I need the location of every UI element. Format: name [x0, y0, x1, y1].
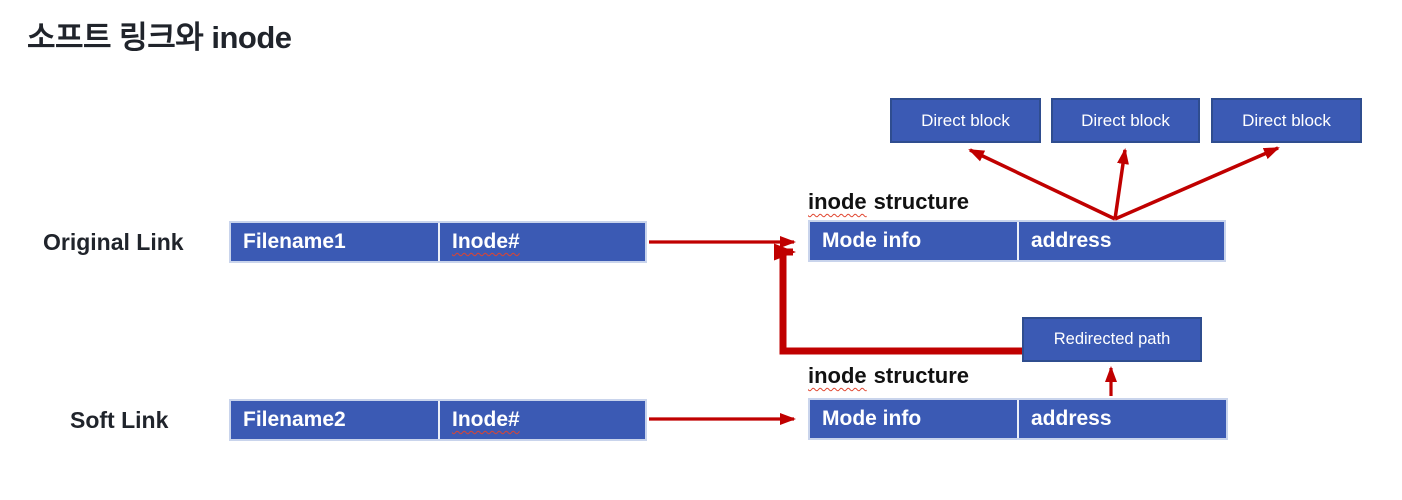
direct-block-3-label: Direct block	[1242, 110, 1331, 130]
mode-info-cell-1: Mode info	[810, 222, 1019, 260]
file-entry-soft: Filename2 Inode#	[229, 399, 647, 441]
structure-word-2: structure	[873, 363, 970, 388]
inode-number-text-1: Inode#	[452, 230, 520, 253]
row-label-soft-link: Soft Link	[70, 407, 169, 433]
direct-block-1-label: Direct block	[921, 110, 1010, 130]
inode-word-2: inode	[808, 363, 867, 388]
inode-number-cell-1: Inode#	[440, 223, 645, 261]
redirected-path-box: Redirected path	[1022, 317, 1202, 362]
mode-info-cell-2: Mode info	[810, 400, 1019, 438]
address-cell-1: address	[1019, 222, 1224, 260]
inode-structure-1: Mode info address	[808, 220, 1226, 262]
direct-block-2: Direct block	[1051, 98, 1200, 143]
filename1-cell: Filename1	[231, 223, 440, 261]
inode-word-1: inode	[808, 189, 867, 214]
arrow-address-to-direct-block-1	[968, 148, 1116, 221]
redirected-path-label: Redirected path	[1053, 330, 1171, 348]
direct-block-2-label: Direct block	[1081, 110, 1170, 130]
page-title: 소프트 링크와 inode	[27, 20, 292, 55]
file-entry-original: Filename1 Inode#	[229, 221, 647, 263]
arrow-address-to-direct-block-2	[1113, 148, 1129, 220]
address-text-2: address	[1031, 407, 1112, 430]
arrow-redirected-path-to-inode	[774, 243, 1022, 355]
filename2-text: Filename2	[243, 408, 346, 431]
direct-block-1: Direct block	[890, 98, 1041, 143]
row-label-original-link: Original Link	[43, 229, 184, 255]
inode-number-text-2: Inode#	[452, 408, 520, 431]
direct-block-3: Direct block	[1211, 98, 1362, 143]
inode-number-cell-2: Inode#	[440, 401, 645, 439]
structure-word-1: structure	[873, 189, 970, 214]
arrow-address-to-direct-block-3	[1114, 146, 1280, 221]
mode-info-text-1: Mode info	[822, 229, 922, 252]
filename1-text: Filename1	[243, 230, 346, 253]
filename2-cell: Filename2	[231, 401, 440, 439]
inode-structure-2: Mode info address	[808, 398, 1228, 440]
address-cell-2: address	[1019, 400, 1226, 438]
mode-info-text-2: Mode info	[822, 407, 922, 430]
address-text-1: address	[1031, 229, 1112, 252]
